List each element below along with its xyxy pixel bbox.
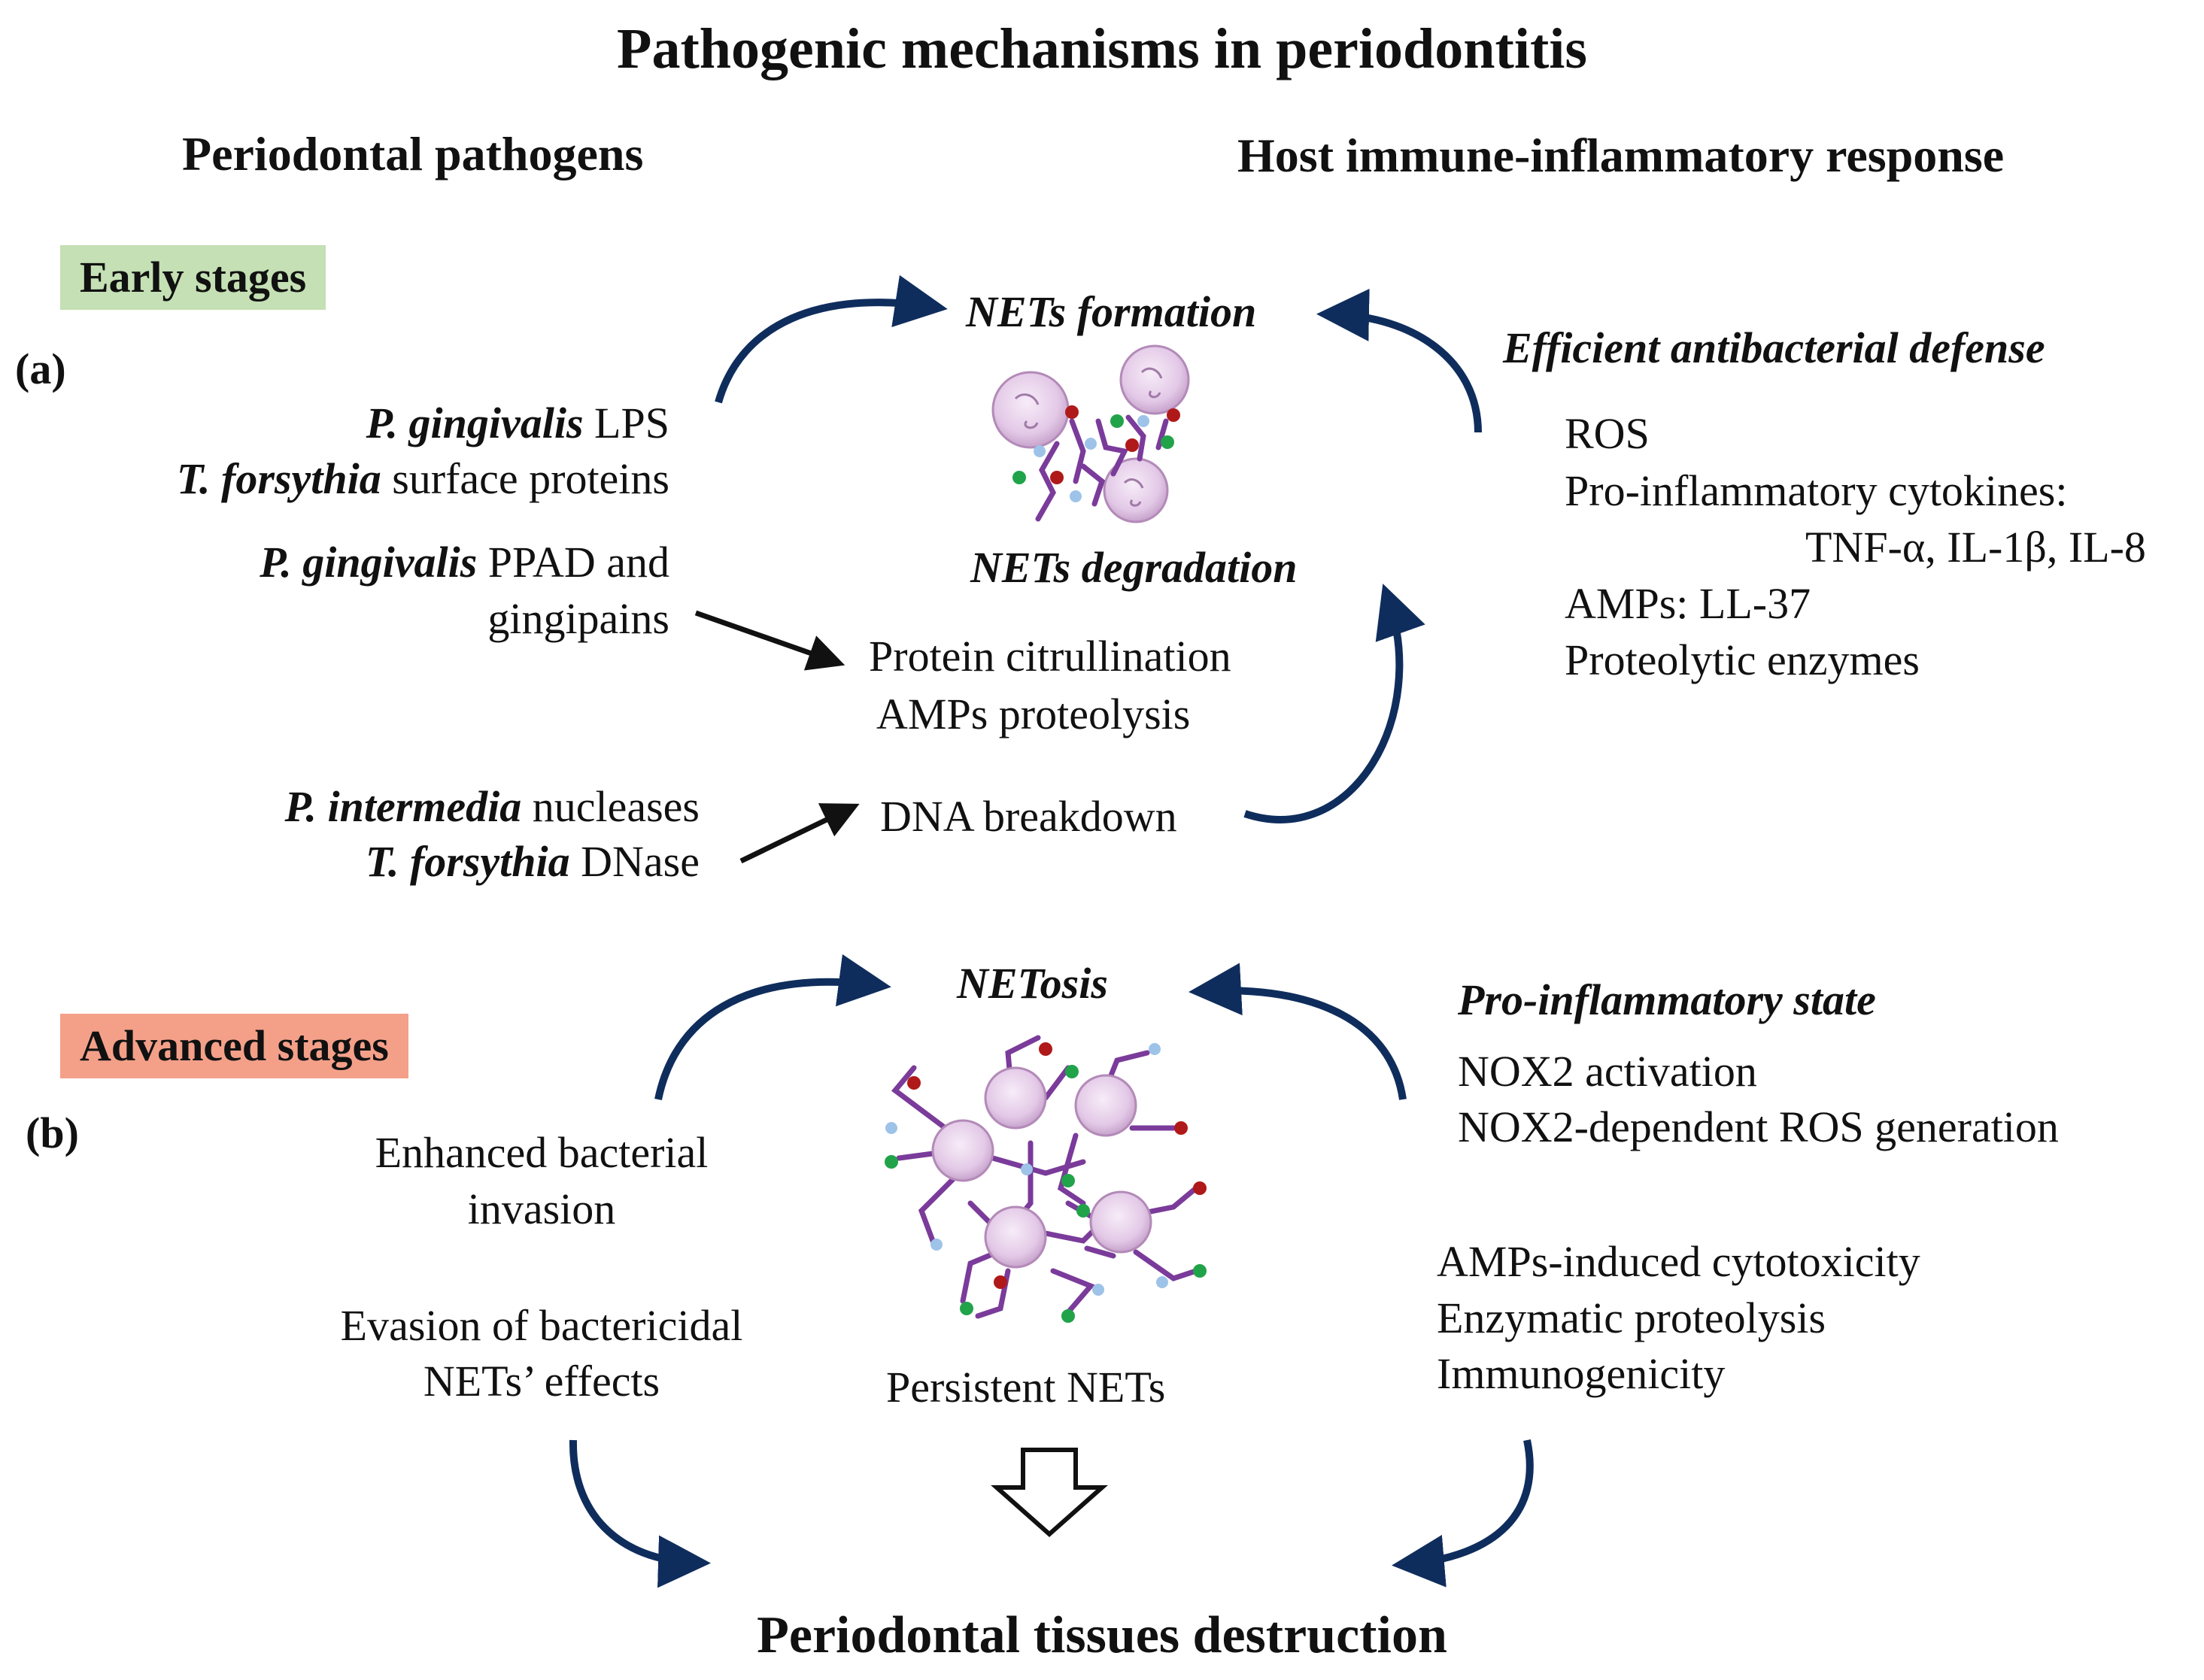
nets-formation-label: NETs formation xyxy=(966,287,1257,336)
arrow-dna-breakdown-to-nets-degradation xyxy=(1243,584,1425,823)
arrow-damage-to-destruction xyxy=(1392,1439,1534,1588)
neutrophil-cell xyxy=(991,371,1070,449)
pathogen-factor: DNase xyxy=(569,837,700,886)
advanced-nets-illustration xyxy=(885,1035,1207,1323)
species-name: T. forsythia xyxy=(176,454,381,503)
net-fibers xyxy=(891,1035,1199,1319)
host-item: NOX2 activation xyxy=(1458,1047,1757,1096)
host-item: TNF-α, IL-1β, IL-8 xyxy=(1805,523,2146,572)
arrow-proinflammatory-to-netosis xyxy=(1189,963,1407,1100)
tf-surface-text: T. forsythia surface proteins xyxy=(45,454,669,505)
dna-breakdown-text: DNA breakdown xyxy=(880,792,1177,841)
persistent-nets-text: Persistent NETs xyxy=(886,1363,1166,1412)
outcome-label: Periodontal tissues destruction xyxy=(757,1606,1447,1664)
bacteria-dots xyxy=(1012,405,1180,502)
host-damage-item: Immunogenicity xyxy=(1437,1349,1726,1398)
neutrophil-cell xyxy=(984,1066,1047,1130)
tf-dnase-text: T. forsythia DNase xyxy=(45,837,700,887)
neutrophil-cell xyxy=(1089,1190,1152,1254)
gingipains-text: gingipains xyxy=(487,594,669,643)
nets-degradation-label: NETs degradation xyxy=(970,543,1298,592)
neutrophil-cell xyxy=(984,1205,1047,1269)
advanced-stages-tag: Advanced stages xyxy=(60,1014,408,1078)
host-damage-item: Enzymatic proteolysis xyxy=(1437,1293,1826,1342)
host-damage-item: AMPs-induced cytotoxicity xyxy=(1437,1237,1920,1286)
arrow-gingipains-to-citrullination xyxy=(694,610,845,671)
species-name: P. gingivalis xyxy=(366,399,584,447)
pg-lps-text: P. gingivalis LPS xyxy=(45,399,669,449)
diagram-title: Pathogenic mechanisms in periodontitis xyxy=(617,17,1587,80)
host-item: AMPs: LL-37 xyxy=(1565,579,1811,628)
arrow-pathogens-to-nets-formation xyxy=(715,274,948,404)
species-name: P. intermedia xyxy=(284,782,522,831)
panel-label-b: (b) xyxy=(26,1108,79,1157)
pathogen-effect: Enhanced bacterial xyxy=(375,1128,709,1177)
host-item: Pro-inflammatory cytokines: xyxy=(1565,466,2068,515)
bacteria-dots xyxy=(885,1042,1207,1323)
arrow-bacterial-invasion-to-netosis xyxy=(654,954,891,1101)
pathogen-factor: PPAD and xyxy=(477,538,669,587)
header-host-response: Host immune-inflammatory response xyxy=(1237,129,2005,182)
net-fibers xyxy=(1035,414,1169,522)
pathogen-factor: surface proteins xyxy=(381,454,669,503)
arrow-nucleases-to-dna-breakdown xyxy=(739,803,860,864)
pathogen-effect: invasion xyxy=(467,1184,616,1233)
host-item: Proteolytic enzymes xyxy=(1565,635,1920,684)
pathogen-factor: nucleases xyxy=(521,782,700,831)
arrow-evasion-to-destruction xyxy=(569,1439,711,1588)
proinflammatory-heading: Pro-inflammatory state xyxy=(1458,975,1876,1024)
species-name: P. gingivalis xyxy=(260,538,478,587)
pathogen-factor: LPS xyxy=(583,399,669,447)
neutrophil-cell xyxy=(1119,344,1190,415)
arrow-host-to-nets-formation xyxy=(1316,288,1482,433)
netosis-label: NETosis xyxy=(957,959,1108,1008)
species-name: T. forsythia xyxy=(365,837,570,886)
neutrophil-cell xyxy=(931,1119,994,1182)
host-item: ROS xyxy=(1565,409,1650,458)
pg-ppad-text: P. gingivalis PPAD and xyxy=(45,538,669,588)
pathogen-effect: Evasion of bactericidal xyxy=(340,1301,743,1350)
host-item: NOX2-dependent ROS generation xyxy=(1458,1102,2059,1151)
pathogen-effect: NETs’ effects xyxy=(423,1357,660,1406)
neutrophil-cell xyxy=(1103,457,1169,523)
protein-citrullination-text: Protein citrullination xyxy=(869,632,1231,681)
efficient-defense-heading: Efficient antibacterial defense xyxy=(1503,323,2045,372)
panel-label-a: (a) xyxy=(15,344,66,393)
early-nets-illustration xyxy=(991,344,1190,523)
header-periodontal-pathogens: Periodontal pathogens xyxy=(182,127,644,180)
amps-proteolysis-text: AMPs proteolysis xyxy=(876,690,1191,738)
early-stages-tag: Early stages xyxy=(60,245,326,310)
hollow-down-arrow xyxy=(991,1448,1108,1538)
neutrophil-cell xyxy=(1074,1074,1137,1137)
pi-nucleases-text: P. intermedia nucleases xyxy=(45,782,700,832)
